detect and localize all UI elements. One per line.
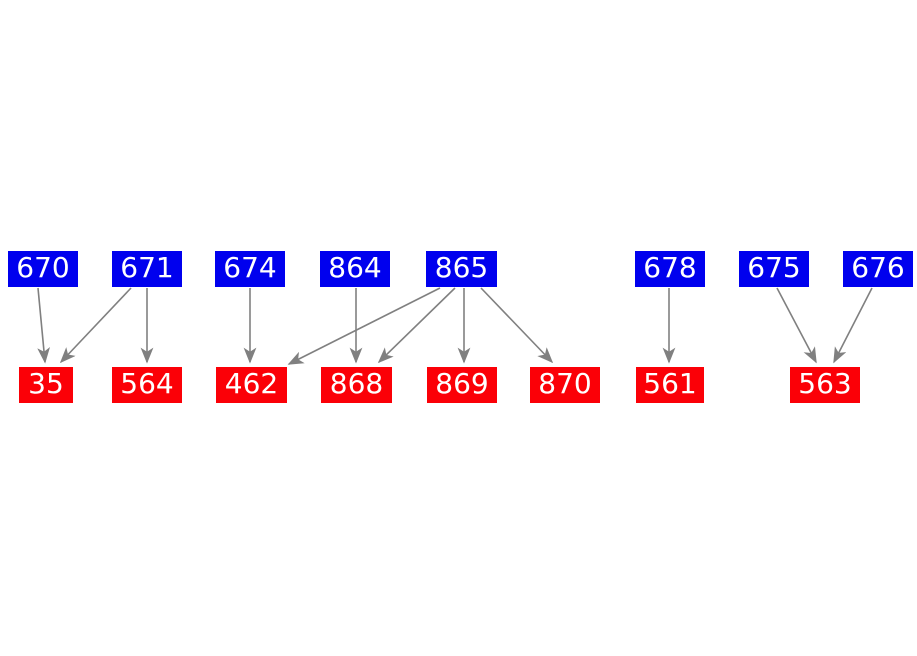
node-label: 678 — [643, 251, 697, 284]
node-label: 869 — [435, 367, 489, 400]
source-node-671[interactable]: 671 — [112, 251, 182, 287]
source-node-670[interactable]: 670 — [8, 251, 78, 287]
edge-670-to-35 — [37, 287, 51, 364]
edge-865-to-462 — [287, 287, 441, 365]
node-label: 675 — [747, 251, 801, 284]
target-node-868[interactable]: 868 — [321, 367, 392, 403]
edge-group — [37, 287, 873, 365]
target-node-870[interactable]: 870 — [530, 367, 600, 403]
edge-675-to-563 — [776, 287, 817, 364]
target-node-564[interactable]: 564 — [112, 367, 182, 403]
source-node-678[interactable]: 678 — [635, 251, 705, 287]
source-node-865[interactable]: 865 — [426, 251, 497, 287]
target-node-35[interactable]: 35 — [19, 367, 73, 403]
node-label: 35 — [28, 367, 64, 400]
node-label: 671 — [120, 251, 174, 284]
node-label: 670 — [16, 251, 70, 284]
node-label: 561 — [643, 367, 697, 400]
node-label: 674 — [223, 251, 277, 284]
edge-865-to-868 — [377, 287, 456, 364]
node-label: 865 — [434, 251, 489, 284]
target-node-462[interactable]: 462 — [216, 367, 287, 403]
edge-676-to-563 — [833, 287, 873, 364]
node-label: 864 — [328, 251, 382, 284]
node-label: 564 — [120, 367, 174, 400]
node-label: 676 — [851, 251, 905, 284]
edge-865-to-870 — [480, 287, 554, 364]
source-node-675[interactable]: 675 — [739, 251, 809, 287]
node-label: 563 — [798, 367, 852, 400]
source-node-676[interactable]: 676 — [843, 251, 913, 287]
node-label: 870 — [538, 367, 592, 400]
source-node-674[interactable]: 674 — [215, 251, 285, 287]
node-label: 462 — [224, 367, 279, 400]
source-node-864[interactable]: 864 — [320, 251, 390, 287]
target-node-563[interactable]: 563 — [790, 367, 860, 403]
target-node-561[interactable]: 561 — [636, 367, 704, 403]
node-label: 868 — [329, 367, 384, 400]
edge-671-to-35 — [59, 287, 132, 364]
target-node-869[interactable]: 869 — [427, 367, 497, 403]
